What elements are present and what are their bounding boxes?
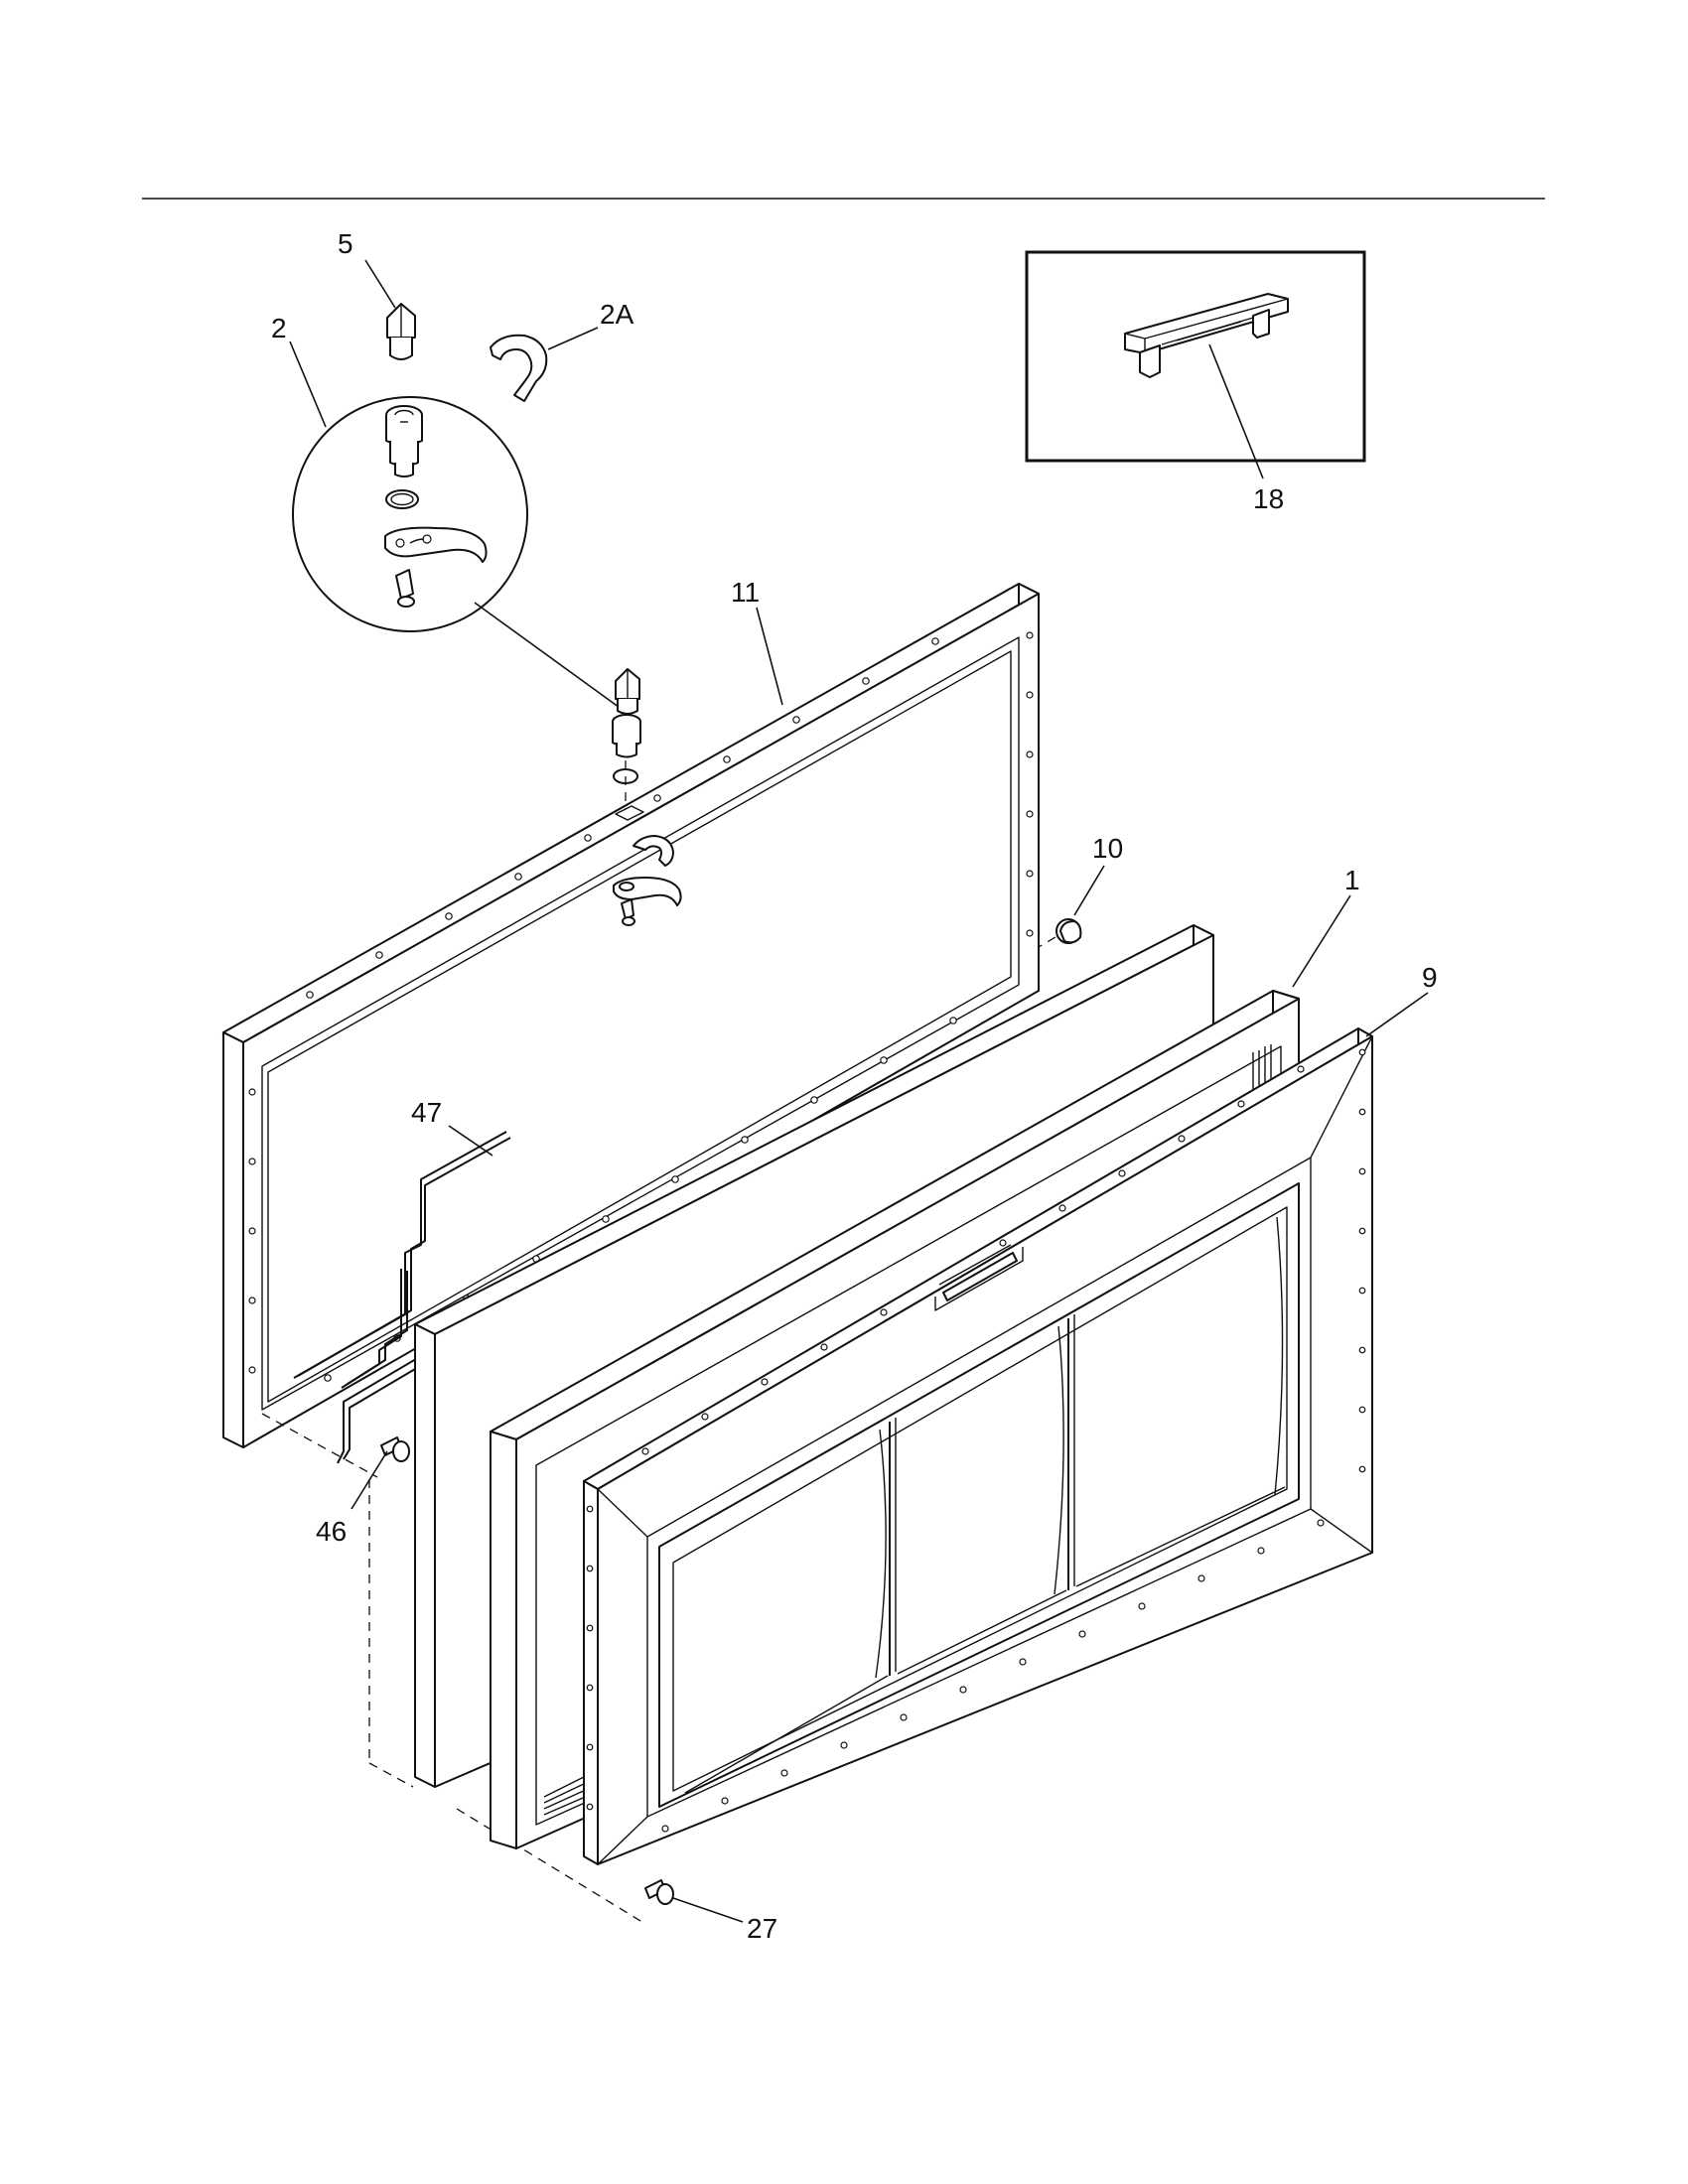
key-part xyxy=(386,303,416,360)
plug-part xyxy=(1055,918,1082,944)
callout-1: 1 xyxy=(1344,865,1360,895)
callout-10: 10 xyxy=(1092,833,1123,864)
callout-2: 2 xyxy=(271,313,287,343)
callout-5: 5 xyxy=(338,228,353,259)
callout-11: 11 xyxy=(731,577,760,608)
outer-door-panel xyxy=(583,1027,1373,1865)
heater-wire-part xyxy=(293,1131,511,1464)
door-panel-holes xyxy=(586,1048,1366,1833)
detail-circle xyxy=(292,396,624,711)
callout-18: 18 xyxy=(1253,483,1284,514)
latch-strike-part xyxy=(1124,293,1289,378)
lock-cylinder-detail xyxy=(385,405,423,478)
gasket-frame xyxy=(222,583,1040,1448)
callout-27: 27 xyxy=(747,1913,777,1944)
clip-part xyxy=(490,334,548,402)
gasket-holes xyxy=(248,631,1034,1382)
screw-detail xyxy=(395,569,415,608)
callout-47: 47 xyxy=(411,1097,442,1128)
callout-46: 46 xyxy=(316,1516,347,1547)
lock-assembly xyxy=(612,668,682,926)
cam-detail xyxy=(384,526,488,563)
o-ring-detail xyxy=(385,489,419,509)
rivet-part-27 xyxy=(644,1879,674,1905)
callout-9: 9 xyxy=(1422,962,1438,993)
callout-2a: 2A xyxy=(600,299,634,330)
rivet-part-46 xyxy=(380,1436,410,1462)
inset-box xyxy=(1025,250,1366,479)
